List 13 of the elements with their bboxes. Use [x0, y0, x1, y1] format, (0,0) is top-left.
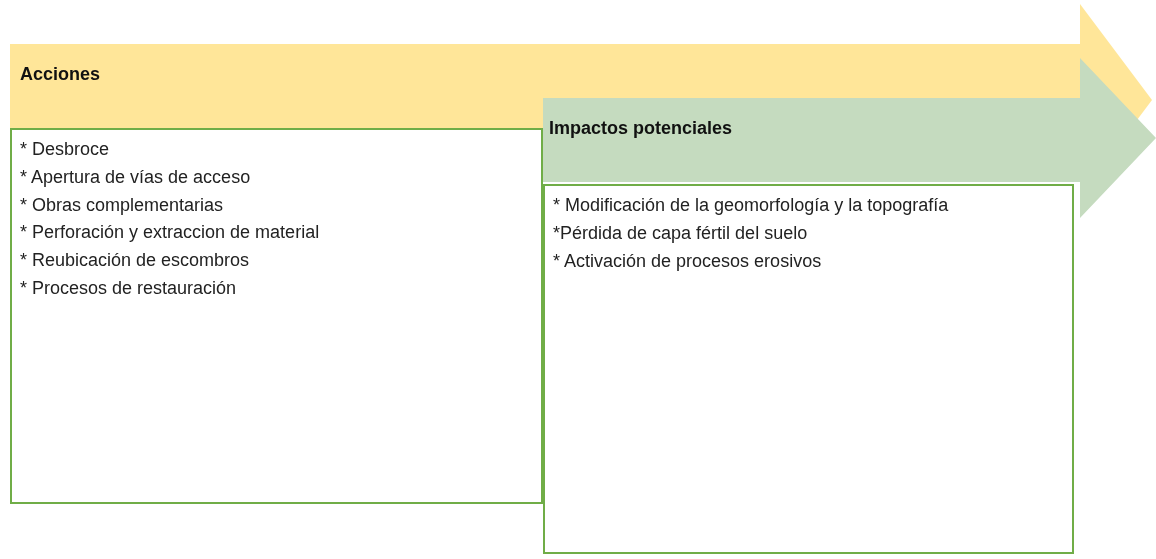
- list-item: * Desbroce: [20, 140, 111, 160]
- list-item: * Perforación y extraccion de material: [20, 223, 321, 244]
- heading: Impactos potenciales: [549, 118, 733, 139]
- list-item: * Reubicación de escombros: [20, 251, 251, 271]
- list-item: * Modificación de la geomorfología y la topografía: [553, 196, 950, 216]
- list-box: [10, 128, 543, 504]
- list-item: * Activación de procesos erosivos: [553, 251, 823, 272]
- heading: Acciones: [20, 64, 101, 85]
- list-item: * Procesos de restauración: [20, 279, 238, 299]
- list-item: *Pérdida de capa fértil del suelo: [553, 223, 809, 244]
- list-item: * Apertura de vías de acceso: [20, 167, 252, 188]
- list-item: * Obras complementarias: [20, 195, 225, 216]
- list-box: [543, 184, 1074, 554]
